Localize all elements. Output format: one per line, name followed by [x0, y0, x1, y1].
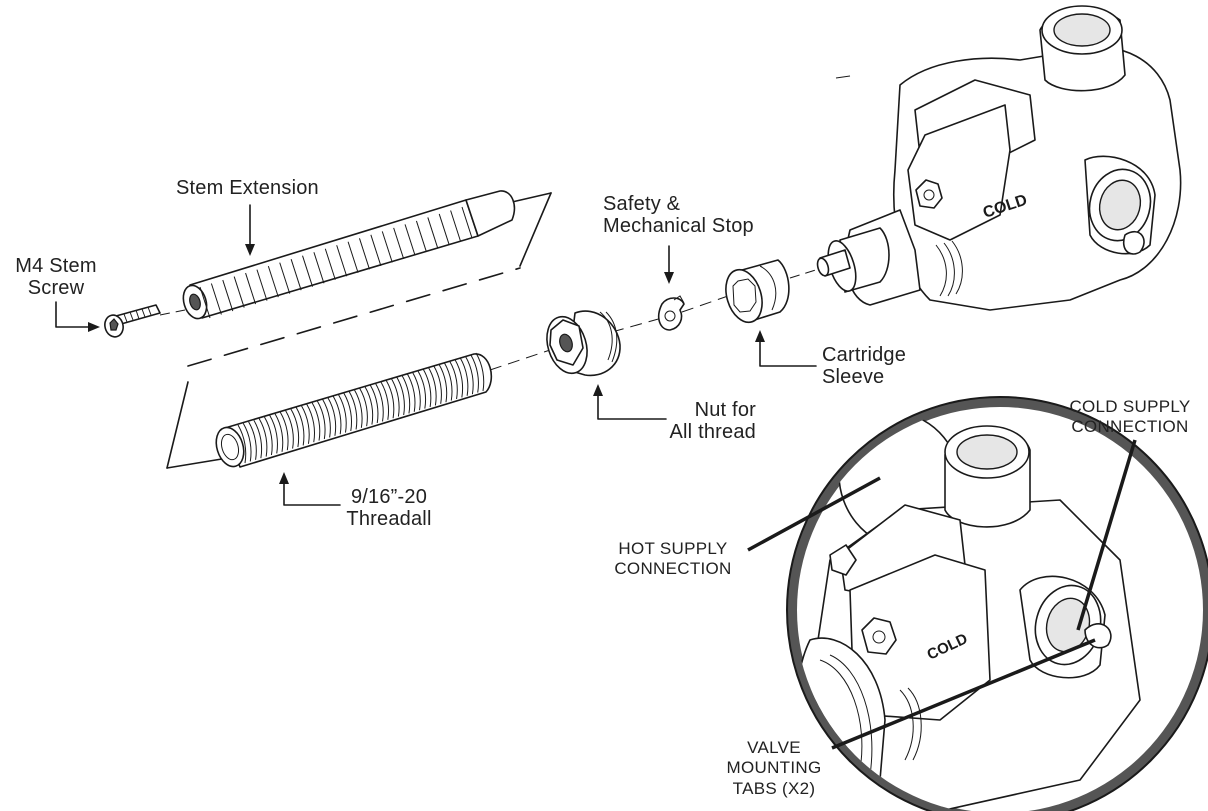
- label-cold-supply: COLD SUPPLY CONNECTION: [1069, 397, 1191, 437]
- knurl-line: [324, 248, 336, 280]
- knurl-line: [450, 210, 462, 242]
- label-safety-stop: Safety & Mechanical Stop: [603, 193, 754, 237]
- leader-lines: [55, 204, 1137, 750]
- thread-line: [454, 359, 464, 398]
- m4-stem-screw: [104, 304, 161, 338]
- knurl-line: [438, 213, 450, 246]
- thread-line: [301, 405, 310, 444]
- thread-line: [327, 397, 337, 436]
- thread-line: [237, 424, 247, 464]
- knurl-line: [245, 272, 257, 305]
- thread-line: [470, 354, 479, 393]
- thread-line: [248, 421, 257, 460]
- thread-line: [258, 418, 268, 457]
- knurl-line: [290, 259, 302, 291]
- thread-line: [443, 362, 453, 401]
- thread-line: [290, 408, 300, 448]
- safety-stop-ring: [658, 295, 685, 331]
- knurl-line: [370, 234, 382, 266]
- thread-line: [412, 371, 421, 411]
- knurl-line: [347, 241, 359, 273]
- label-nut-for-all-thread: Nut for All thread: [669, 399, 756, 443]
- thread-line: [253, 419, 263, 459]
- thread-line: [380, 381, 390, 420]
- thread-line: [343, 392, 353, 432]
- thread-line: [396, 376, 405, 416]
- knurl-line: [461, 206, 473, 239]
- thread-line: [464, 355, 474, 395]
- label-stem-extension: Stem Extension: [176, 177, 319, 199]
- knurl-line: [427, 217, 439, 249]
- knurl-line: [199, 286, 211, 319]
- knurl-line: [313, 252, 325, 284]
- thread-line: [359, 387, 368, 427]
- thread-line: [449, 360, 458, 400]
- knurl-line: [381, 231, 393, 263]
- label-threadall: 9/16”-20 Threadall: [346, 486, 432, 530]
- thread-line: [348, 391, 358, 430]
- knurl-line: [336, 245, 348, 277]
- thread-line: [322, 399, 331, 438]
- knurl-line: [279, 262, 291, 294]
- knurl-line: [359, 238, 370, 270]
- knurl-line: [302, 255, 313, 287]
- thread-line: [332, 395, 342, 435]
- thread-line: [364, 386, 374, 425]
- knurl-line: [210, 283, 222, 315]
- thread-line: [311, 402, 321, 441]
- thread-line: [369, 384, 379, 424]
- thread-line: [438, 363, 448, 403]
- thread-line: [459, 357, 469, 396]
- thread-line: [401, 375, 411, 414]
- thread-line: [316, 400, 326, 440]
- inset-detail: COLD: [786, 396, 1208, 811]
- knurl-line: [404, 224, 416, 256]
- thread-line: [338, 394, 347, 433]
- hex-nut: [546, 310, 621, 377]
- thread-line: [422, 368, 432, 408]
- label-hot-supply: HOT SUPPLY CONNECTION: [614, 539, 732, 579]
- thread-line: [242, 423, 252, 462]
- thread-line: [279, 411, 289, 451]
- stem-extension: [182, 190, 516, 320]
- knurl-line: [222, 279, 234, 312]
- thread-line: [285, 410, 294, 449]
- thread-line: [385, 379, 395, 419]
- thread-line: [433, 365, 442, 404]
- valve-body: COLD: [816, 5, 1182, 311]
- thread-line: [295, 407, 305, 446]
- thread-line: [353, 389, 363, 428]
- knurl-line: [267, 265, 279, 298]
- thread-line: [269, 415, 278, 454]
- label-cartridge-sleeve: Cartridge Sleeve: [822, 344, 907, 388]
- thread-line: [375, 383, 384, 422]
- thread-line: [390, 378, 400, 417]
- thread-line: [264, 416, 273, 456]
- knurl-line: [233, 276, 245, 308]
- thread-line: [417, 370, 427, 409]
- threadall-rod: [215, 352, 493, 468]
- thread-line: [406, 373, 416, 412]
- thread-line: [274, 413, 284, 452]
- thread-line: [306, 403, 315, 443]
- thread-line: [475, 352, 485, 392]
- thread-line: [427, 367, 437, 406]
- label-m4-stem-screw: M4 Stem Screw: [15, 255, 97, 299]
- label-valve-mounting-tabs: VALVE MOUNTING TABS (X2): [726, 738, 822, 798]
- axis-lines: [159, 267, 823, 371]
- knurl-line: [415, 220, 427, 253]
- cartridge-sleeve: [725, 259, 790, 324]
- knurl-line: [393, 227, 405, 260]
- knurl-line: [256, 269, 268, 301]
